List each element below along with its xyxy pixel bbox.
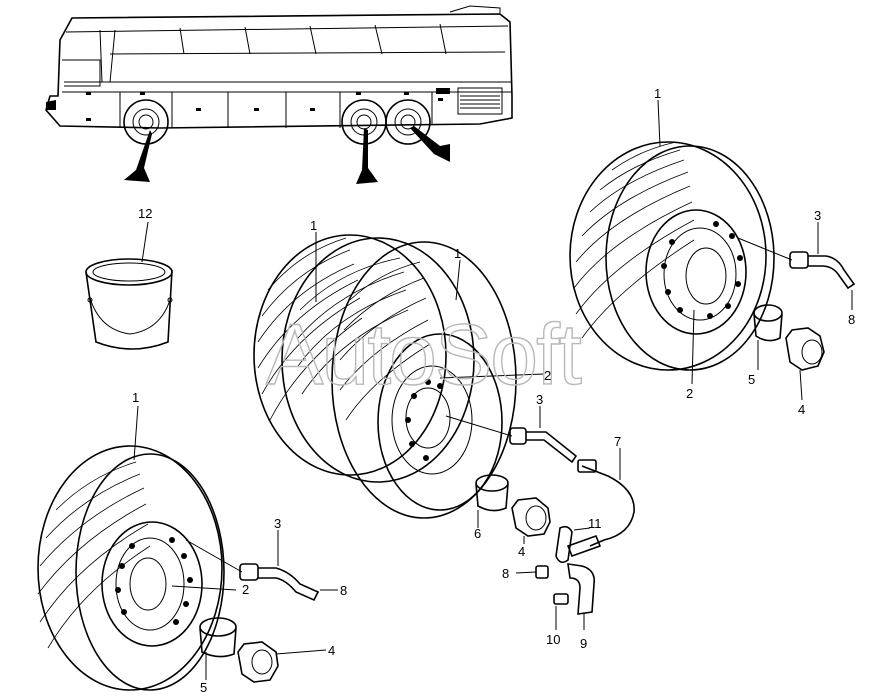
- valve-extension-right: [789, 251, 856, 290]
- callout-12: 12: [138, 206, 152, 221]
- callout-1-center-a: 1: [310, 218, 317, 233]
- callout-3-center: 3: [536, 392, 543, 407]
- callout-8-center: 8: [502, 566, 509, 581]
- wheel-nut-left: [237, 641, 279, 683]
- arrow-front-wheel: [124, 130, 152, 182]
- callout-1-left: 1: [132, 390, 139, 405]
- leader-lines: [133, 99, 853, 680]
- valve-extension-left: [239, 563, 320, 602]
- wheel-nut-right: [785, 327, 825, 371]
- callout-9: 9: [580, 636, 587, 651]
- callout-8-left: 8: [340, 583, 347, 598]
- callout-2-top-right: 2: [686, 386, 693, 401]
- callout-8-top-right: 8: [848, 312, 855, 327]
- callout-4-top-right: 4: [798, 402, 805, 417]
- bracket-bolt: [553, 593, 569, 605]
- bus-front-wheel: [123, 99, 169, 145]
- callout-11: 11: [588, 516, 602, 531]
- callout-1-top-right: 1: [654, 86, 661, 101]
- valve-extension-center: [509, 427, 578, 464]
- callout-3-left: 3: [274, 516, 281, 531]
- hub-cap-right: [753, 304, 783, 342]
- hose-clip: [555, 525, 573, 564]
- callout-2-center: 2: [544, 368, 551, 383]
- arrow-rear-wheel-1: [356, 128, 378, 184]
- wheel-assembly-bottom-left: [37, 445, 225, 691]
- callout-1-center-b: 1: [454, 246, 461, 261]
- dual-wheel-assembly-center: [253, 234, 517, 519]
- hose-bracket: [567, 563, 596, 615]
- callout-4-left: 4: [328, 643, 335, 658]
- valve-cap-center: [535, 565, 549, 579]
- callout-4-center: 4: [518, 544, 525, 559]
- callout-5-left: 5: [200, 680, 207, 695]
- watermark: AutoSoft: [266, 307, 582, 403]
- callout-2-left: 2: [242, 582, 249, 597]
- hub-cap-left: [199, 617, 237, 658]
- wheel-assembly-top-right: [569, 141, 775, 371]
- valve-hose: [566, 459, 635, 558]
- arrow-rear-wheel-2: [410, 126, 450, 162]
- hub-cap-center: [475, 474, 509, 512]
- wheel-nut-center: [511, 497, 551, 537]
- callout-3-top-right: 3: [814, 208, 821, 223]
- callout-10: 10: [546, 632, 560, 647]
- bus-rear-wheel-2: [385, 99, 431, 145]
- grease-bucket: [85, 258, 173, 350]
- bus-illustration: [45, 5, 513, 184]
- callout-7: 7: [614, 434, 621, 449]
- callout-5-top-right: 5: [748, 372, 755, 387]
- callout-6: 6: [474, 526, 481, 541]
